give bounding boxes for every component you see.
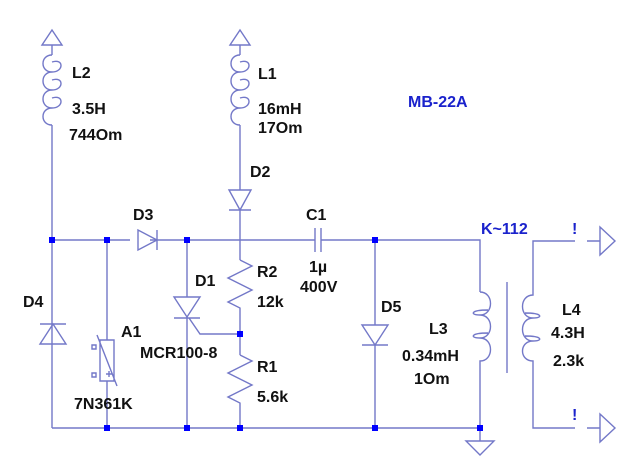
capacitor-c1 [314,228,322,252]
d3-name: D3 [133,207,154,224]
net-label-top: ! [572,221,578,238]
r1-value: 5.6k [257,389,289,406]
junction-nodes [49,237,483,431]
resistor-r1 [226,354,254,428]
diode-d2 [227,189,253,212]
varistor-a1 [91,334,118,387]
c1-value: 1µ [309,259,328,276]
l4-value: 4.3H [551,325,585,342]
l2-resistance: 744Om [69,127,123,144]
inductor-l1 [230,54,250,126]
r2-name: R2 [257,264,278,281]
flag-l1-top [228,28,252,55]
d1-name: D1 [195,273,216,290]
diode-d5 [360,324,390,347]
l2-name: L2 [72,65,91,82]
l1-resistance: 17Om [258,120,303,137]
c1-name: C1 [306,207,327,224]
l3-name: L3 [429,321,448,338]
flag-l2-top [40,28,64,55]
l4-resistance: 2.3k [553,353,585,370]
c1-voltage: 400V [300,279,338,296]
flag-out-top [587,225,617,257]
d2-name: D2 [250,164,271,181]
r1-name: R1 [257,359,278,376]
r2-value: 12k [257,294,284,311]
d4-name: D4 [23,294,44,311]
l4-name: L4 [562,302,581,319]
ground-symbol [464,440,496,456]
d1-model: MCR100-8 [140,345,218,362]
diode-d4 [38,322,68,345]
l1-value: 16mH [258,101,302,118]
schematic-title: MB-22A [408,94,468,111]
resistor-r2 [226,259,254,355]
a1-name: A1 [121,324,142,341]
d5-name: D5 [381,299,402,316]
net-label-bottom: ! [572,407,578,424]
inductor-l2 [42,54,62,126]
thyristor-d1 [172,296,240,335]
flag-out-bottom [587,412,617,444]
l2-value: 3.5H [72,101,106,118]
diode-d3 [137,228,159,252]
coupling-directive: K~112 [481,221,528,238]
l1-name: L1 [258,66,277,83]
l3-value: 0.34mH [402,348,459,365]
inductor-l3 [472,291,492,428]
l3-resistance: 1Om [414,371,450,388]
inductor-l4 [521,240,575,429]
a1-model: 7N361K [74,396,133,413]
